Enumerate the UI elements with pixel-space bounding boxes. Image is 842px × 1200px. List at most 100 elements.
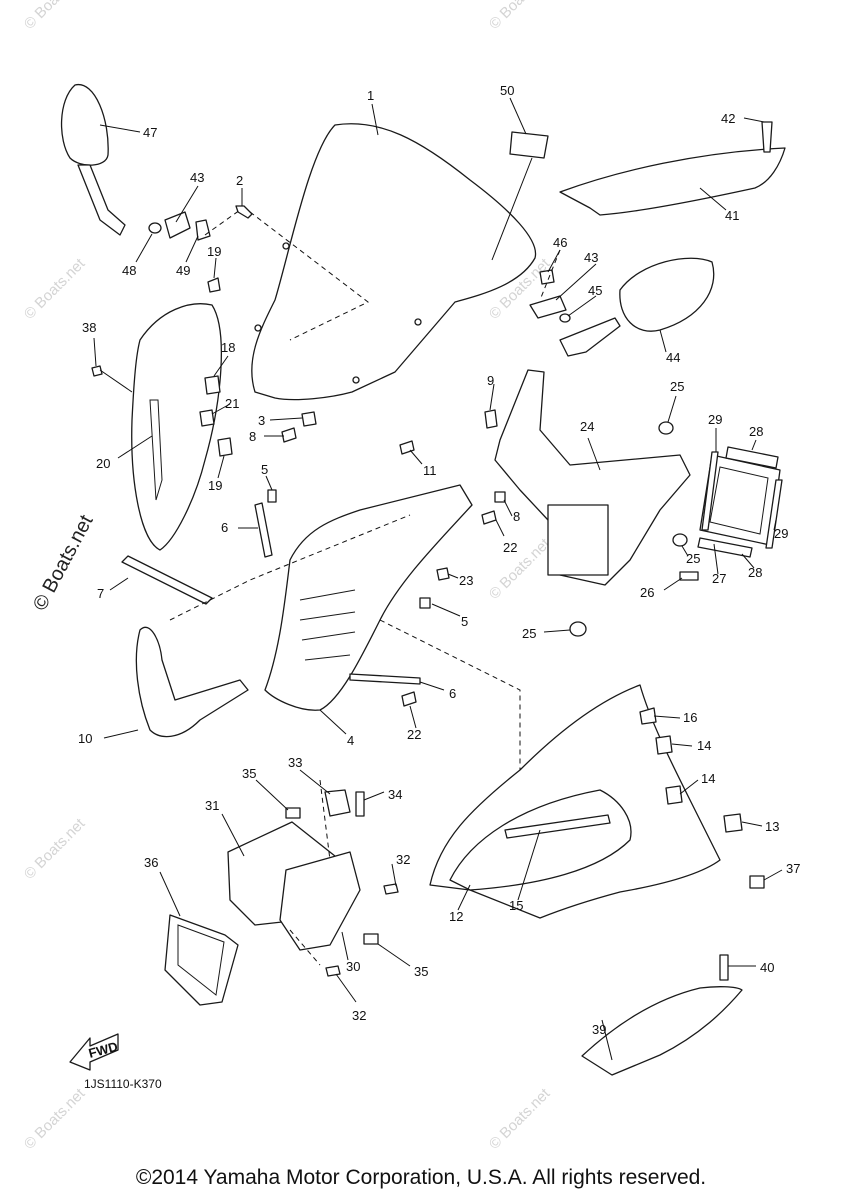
seal-28a [725,446,779,469]
lower-cowl-panel [449,789,632,891]
callout: 38 [82,320,96,335]
callout: 9 [487,373,494,388]
side-cover-left-slot [149,399,163,501]
screw-38 [91,365,103,377]
callout: 25 [686,551,700,566]
grommet-25b [672,533,688,547]
callout: 26 [640,585,654,600]
fwd-arrow-icon [69,1033,119,1071]
callout: 40 [760,960,774,975]
bolt-22a [481,510,497,525]
cover-36 [164,914,239,1006]
sensor-33 [324,789,351,817]
strip-15 [504,814,611,839]
callout: 44 [666,350,680,365]
callout: 27 [712,571,726,586]
screw-32a [383,883,399,895]
grommet-25c [569,621,587,637]
callout: 31 [205,798,219,813]
callout: 29 [774,526,788,541]
callout: 30 [346,959,360,974]
clip-13 [723,813,743,833]
strip-6b [349,673,421,685]
air-duct-part [135,626,249,738]
fwd-label: FWD [87,1039,119,1061]
callout: 32 [396,852,410,867]
watermark: © Boats.net [486,0,554,33]
duct-30 [279,851,361,951]
callout: 1 [367,88,374,103]
callout: 41 [725,208,739,223]
diagram-code: 1JS1110-K370 [84,1077,162,1091]
screw-42 [761,121,773,153]
bolt-34 [355,791,365,817]
callout: 29 [708,412,722,427]
callout: 34 [388,787,402,802]
clip-14b [665,785,683,805]
seal-29b [765,479,783,549]
mirror-left-part [60,84,109,166]
clip-19b [217,437,233,457]
callout: 28 [749,424,763,439]
callout: 12 [449,909,463,924]
bolt-23 [436,567,450,581]
assembly-lines [169,209,561,966]
callout: 46 [553,235,567,250]
screw-32b [325,965,341,977]
callout: 49 [176,263,190,278]
callout: 39 [592,1022,606,1037]
callout: 5 [461,614,468,629]
callout: 25 [670,379,684,394]
stay-part [494,369,691,586]
collar-45 [559,313,571,323]
mirror-right-part [619,257,715,332]
inner-panel-part [264,484,473,711]
side-cover-39 [581,986,743,1076]
windshield-hole [282,242,290,250]
leader-lines [93,97,783,1061]
stay-box [547,504,609,576]
callout: 23 [459,573,473,588]
callout: 2 [236,173,243,188]
pad-35a [285,807,301,819]
callout: 19 [207,244,221,259]
watermark: © Boats.net [21,815,89,883]
callout: 50 [500,83,514,98]
callout: 47 [143,125,157,140]
bolt-22b [401,691,417,707]
watermark: © Boats.net [21,0,89,33]
callout: 6 [449,686,456,701]
callout: 14 [697,738,711,753]
callout: 11 [423,463,437,478]
mirror-right-stem [559,317,621,357]
callout: 43 [190,170,204,185]
windshield-part [251,123,537,401]
inner-panel-louver [299,589,356,661]
mount-collar-48 [148,222,162,234]
clip-18 [204,375,221,395]
clip-16 [639,707,657,725]
callout: 33 [288,755,302,770]
callout: 42 [721,111,735,126]
watermark-large: © Boats.net [29,511,98,614]
callout: 25 [522,626,536,641]
callout: 20 [96,456,110,471]
callout: 8 [513,509,520,524]
callout: 21 [225,396,239,411]
callout: 35 [414,964,428,979]
callout: 37 [786,861,800,876]
label-50 [509,131,549,159]
watermark: © Boats.net [486,1085,554,1153]
callouts: 1 2 3 4 5 5 6 6 7 8 8 9 10 11 12 13 14 1… [78,83,800,1037]
screw-2 [235,205,253,219]
callout: 7 [97,586,104,601]
mirror-left-stem [77,164,126,236]
watermark: © Boats.net [21,255,89,323]
grommet-49 [195,219,211,241]
grommet-3 [301,411,317,427]
seal-28b [697,537,753,558]
callout: 32 [352,1008,366,1023]
copyright-notice: ©2014 Yamaha Motor Corporation, U.S.A. A… [135,1166,707,1189]
cover-36-inner [177,924,225,996]
